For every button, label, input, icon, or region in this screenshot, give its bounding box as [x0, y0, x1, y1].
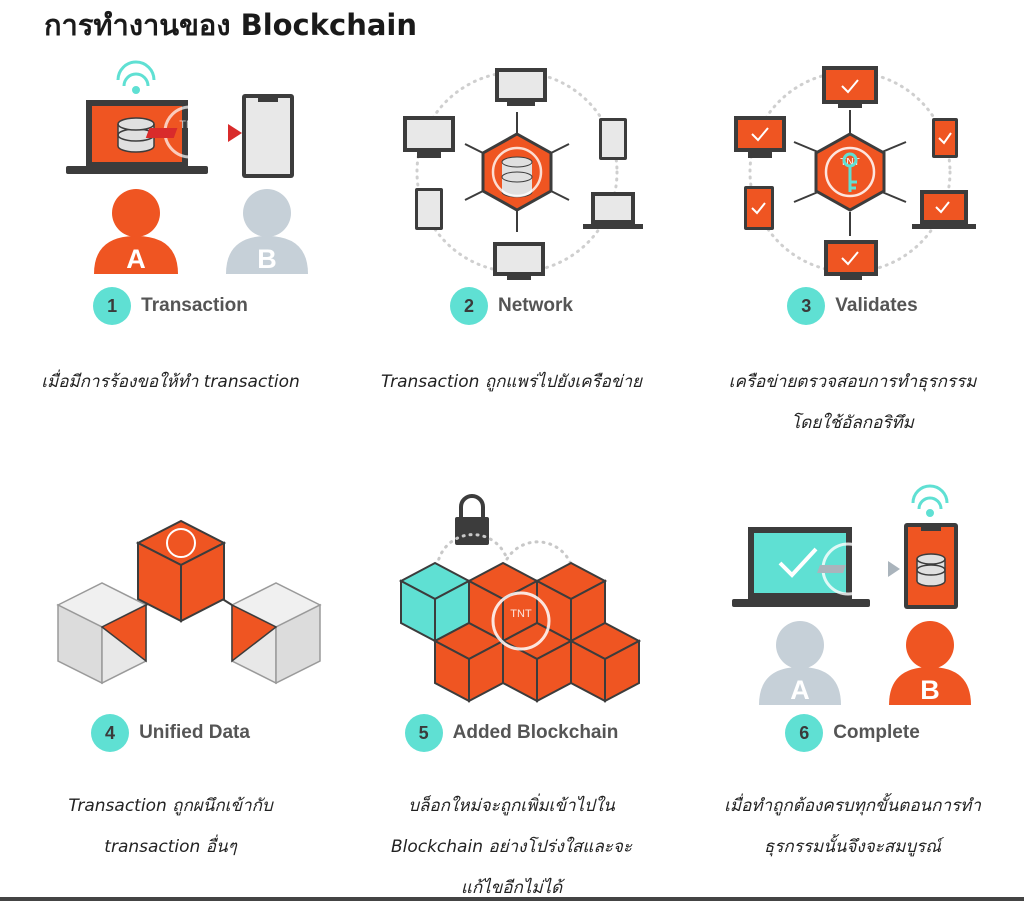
wifi-icon [911, 484, 949, 517]
step-5-number-badge: 5 [404, 714, 443, 752]
step-6-number-badge: 6 [785, 714, 824, 752]
description-line: Blockchain อย่างโปร่งใสและจะ [390, 837, 633, 857]
wifi-icon [116, 60, 156, 94]
cube-block [56, 582, 148, 685]
database-icon [916, 553, 946, 587]
phone-check-icon [932, 118, 958, 158]
step-1-description: เมื่อมีการร้องขอให้ทำ transaction [0, 362, 341, 403]
laptop-check-icon [912, 190, 976, 229]
step-2: 2 Network Transaction ถูกแพร่ไปยังเครือข… [341, 0, 682, 450]
arrow-right-icon [145, 124, 242, 142]
step-4-label: 4 Unified Data [0, 714, 341, 752]
validates-illustration: TNT [734, 66, 976, 280]
svg-text:TNT: TNT [179, 119, 201, 131]
step-2-description: Transaction ถูกแพร่ไปยังเครือข่าย [341, 362, 682, 403]
person-a-avatar: A [94, 189, 178, 274]
step-1-number-badge: 1 [93, 287, 132, 325]
person-b-avatar: B [226, 189, 308, 274]
complete-illustration: A B [732, 484, 971, 705]
description-line: แก้ไขอีกไม่ได้ [460, 878, 563, 898]
bottom-divider [0, 897, 1024, 901]
description-line: Transaction ถูกแพร่ไปยังเครือข่าย [381, 372, 642, 392]
step-1: TNT A B 1 Transaction เมื่อมีการร้อง [0, 0, 341, 450]
step-3-label: 3 Validates [682, 287, 1023, 325]
step-6-label: 6 Complete [682, 714, 1023, 752]
monitor-check-icon [822, 66, 878, 108]
step-5-label: 5 Added Blockchain [341, 714, 682, 752]
description-line: โดยใช้อัลกอริทึม [791, 413, 914, 433]
added-blockchain-illustration: TNT [398, 494, 642, 703]
step-2-number-badge: 2 [450, 287, 489, 325]
monitor-icon [493, 242, 545, 280]
step-3: TNT 3 Validates เครือข่ายตรวจสอบการทำธุร… [682, 0, 1023, 450]
laptop-check-icon [732, 527, 870, 607]
step-2-label: 2 Network [341, 287, 682, 325]
step-3-description: เครือข่ายตรวจสอบการทำธุรกรรม โดยใช้อัลกอ… [682, 362, 1023, 444]
lock-icon [455, 494, 489, 545]
phone-icon [242, 94, 294, 178]
monitor-icon [495, 68, 547, 106]
svg-text:TNT: TNT [840, 157, 859, 168]
step-3-number-badge: 3 [787, 287, 826, 325]
step-1-name: Transaction [141, 295, 248, 316]
cube-block [432, 621, 506, 703]
cube-block [135, 519, 227, 623]
cube-block [500, 621, 574, 703]
page-title: การทำงานของ Blockchain [44, 8, 418, 42]
transaction-illustration: TNT A B [66, 60, 308, 274]
svg-text:A: A [790, 675, 810, 705]
svg-text:B: B [257, 244, 277, 274]
step-6: A B 6 Complete เมื่อทำถูกต้องครบทุกขั้นต… [682, 455, 1023, 901]
monitor-icon [403, 116, 455, 158]
arrow-right-icon [817, 561, 900, 577]
step-2-name: Network [498, 295, 573, 316]
laptop-icon [583, 192, 643, 229]
cube-block [230, 582, 322, 685]
svg-text:TNT: TNT [510, 608, 532, 620]
description-line: เครือข่ายตรวจสอบการทำธุรกรรม [728, 372, 977, 392]
key-icon [842, 152, 858, 192]
cube-block [568, 621, 642, 703]
step-4: 4 Unified Data Transaction ถูกผนึกเข้ากั… [0, 455, 341, 901]
step-1-label: 1 Transaction [0, 287, 341, 325]
svg-text:A: A [126, 244, 146, 274]
step-5: TNT 5 Added Blockchain บล็อกใหม่จะถูกเพิ… [341, 455, 682, 901]
network-illustration [403, 68, 643, 280]
person-b-avatar: B [889, 621, 971, 705]
step-3-name: Validates [835, 295, 918, 316]
description-line: transaction อื่นๆ [104, 837, 237, 857]
network-hub-hexagon [481, 132, 553, 212]
description-line: เมื่อมีการร้องขอให้ทำ transaction [41, 372, 300, 392]
description-line: ธุรกรรมนั้นจึงจะสมบูรณ์ [763, 837, 942, 857]
monitor-check-icon [734, 116, 786, 158]
seal-watermark: TNT [491, 591, 551, 651]
phone-check-icon [744, 186, 774, 230]
step-4-description: Transaction ถูกผนึกเข้ากับ transaction อ… [0, 786, 341, 868]
phone-icon [599, 118, 627, 160]
step-4-name: Unified Data [139, 722, 250, 743]
step-6-name: Complete [833, 722, 920, 743]
step-5-description: บล็อกใหม่จะถูกเพิ่มเข้าไปใน Blockchain อ… [341, 786, 682, 909]
step-5-name: Added Blockchain [452, 722, 619, 743]
person-a-avatar: A [759, 621, 841, 705]
step-4-number-badge: 4 [91, 714, 130, 752]
description-line: เมื่อทำถูกต้องครบทุกขั้นตอนการทำ [724, 796, 981, 816]
description-line: Transaction ถูกผนึกเข้ากับ [68, 796, 273, 816]
description-line: บล็อกใหม่จะถูกเพิ่มเข้าไปใน [408, 796, 615, 816]
monitor-check-icon [824, 240, 878, 280]
svg-text:B: B [920, 675, 940, 705]
step-6-description: เมื่อทำถูกต้องครบทุกขั้นตอนการทำ ธุรกรรม… [682, 786, 1023, 868]
phone-icon [415, 188, 443, 230]
unified-data-illustration [56, 519, 322, 685]
validator-hub-hexagon: TNT [814, 132, 886, 212]
